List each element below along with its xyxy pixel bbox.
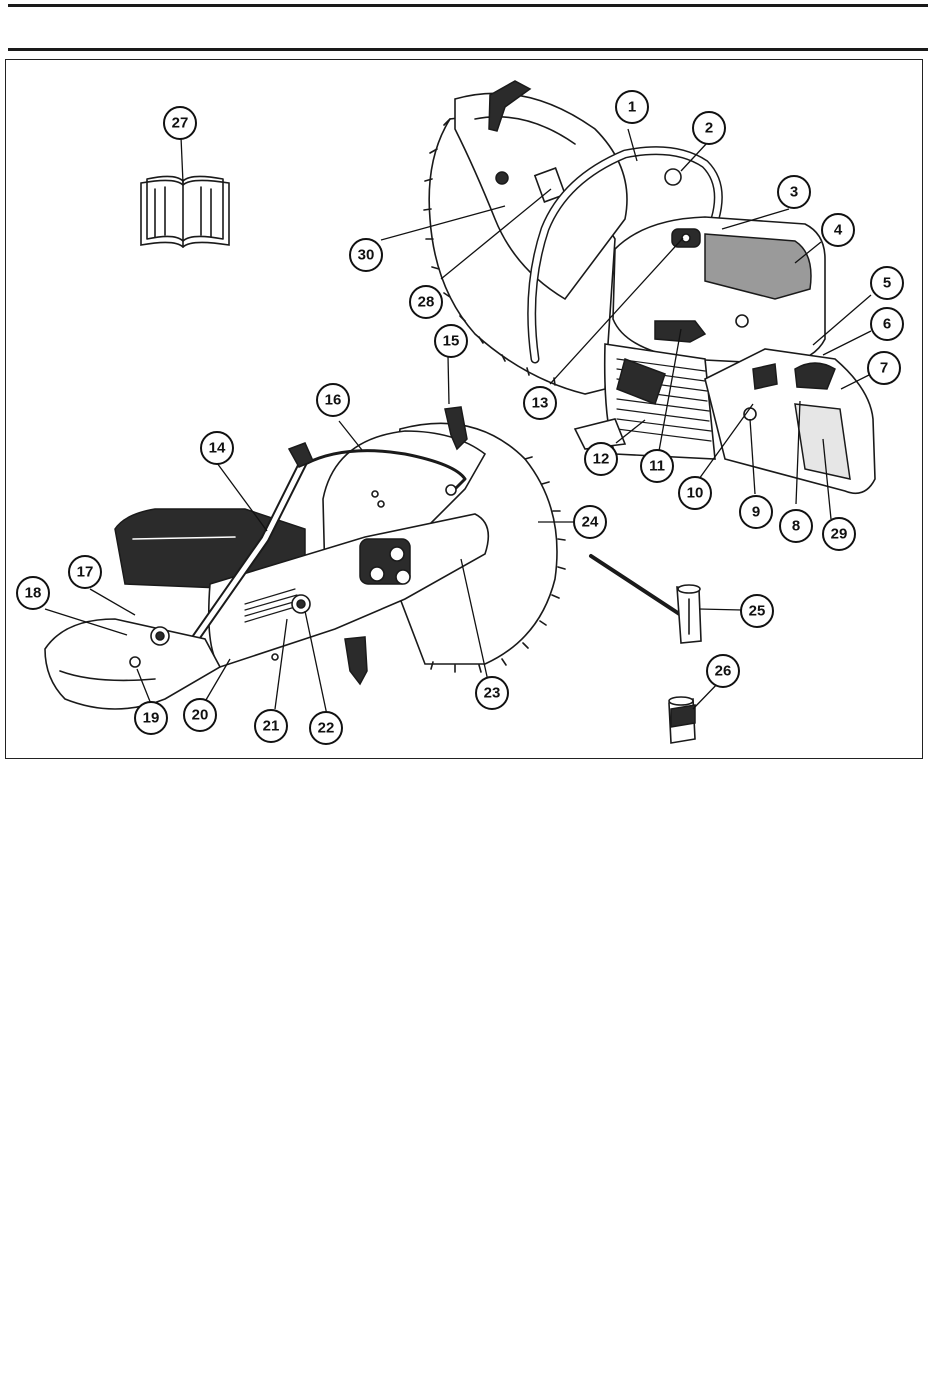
header-rule-top	[8, 4, 928, 7]
callout-25: 25	[741, 595, 773, 627]
svg-text:10: 10	[687, 485, 704, 502]
svg-text:24: 24	[582, 514, 599, 531]
svg-text:8: 8	[792, 518, 800, 535]
svg-text:26: 26	[715, 663, 732, 680]
svg-text:30: 30	[358, 247, 375, 264]
svg-text:7: 7	[880, 360, 888, 377]
callout-17: 17	[69, 556, 101, 588]
svg-text:1: 1	[628, 99, 636, 116]
parts-diagram: 1 2 3 4 5 6 7 8 9 10 11 12 13 14 15 16 1…	[5, 59, 923, 759]
callout-10: 10	[679, 477, 711, 509]
callout-22: 22	[310, 712, 342, 744]
svg-text:9: 9	[752, 504, 760, 521]
callout-14: 14	[201, 432, 233, 464]
callout-24: 24	[574, 506, 606, 538]
svg-text:22: 22	[318, 720, 335, 737]
callout-7: 7	[868, 352, 900, 384]
callout-20: 20	[184, 699, 216, 731]
svg-text:14: 14	[209, 440, 226, 457]
svg-text:21: 21	[263, 718, 280, 735]
svg-text:19: 19	[143, 710, 160, 727]
callout-2: 2	[693, 112, 725, 144]
callout-23: 23	[476, 677, 508, 709]
svg-text:4: 4	[834, 222, 843, 239]
callout-30: 30	[350, 239, 382, 271]
svg-text:16: 16	[325, 392, 342, 409]
svg-text:2: 2	[705, 120, 713, 137]
callout-13: 13	[524, 387, 556, 419]
svg-text:13: 13	[532, 395, 549, 412]
callout-12: 12	[585, 443, 617, 475]
callout-5: 5	[871, 267, 903, 299]
combination-wrench-icon	[591, 556, 701, 643]
svg-text:23: 23	[484, 685, 501, 702]
power-cutter-side-view	[45, 407, 565, 709]
svg-text:25: 25	[749, 603, 766, 620]
svg-text:11: 11	[649, 458, 665, 475]
svg-text:20: 20	[192, 707, 209, 724]
callout-15: 15	[435, 325, 467, 357]
svg-text:17: 17	[77, 564, 94, 581]
callout-18: 18	[17, 577, 49, 609]
svg-text:12: 12	[593, 451, 610, 468]
svg-text:3: 3	[790, 184, 798, 201]
callout-9: 9	[740, 496, 772, 528]
callout-26: 26	[707, 655, 739, 687]
hose-coupling-icon	[669, 697, 695, 743]
svg-text:28: 28	[418, 294, 435, 311]
callout-16: 16	[317, 384, 349, 416]
callout-1: 1	[616, 91, 648, 123]
svg-text:15: 15	[443, 333, 460, 350]
svg-text:5: 5	[883, 275, 891, 292]
svg-text:18: 18	[25, 585, 42, 602]
callout-11: 11	[641, 450, 673, 482]
callout-21: 21	[255, 710, 287, 742]
svg-text:29: 29	[831, 526, 848, 543]
power-cutter-top-view	[424, 81, 875, 493]
callout-27: 27	[164, 107, 196, 139]
callout-6: 6	[871, 308, 903, 340]
svg-text:27: 27	[172, 115, 189, 132]
callout-28: 28	[410, 286, 442, 318]
header-rule-bottom	[8, 48, 928, 51]
callout-19: 19	[135, 702, 167, 734]
callout-4: 4	[822, 214, 854, 246]
callout-8: 8	[780, 510, 812, 542]
svg-text:6: 6	[883, 316, 891, 333]
open-book-icon	[141, 176, 229, 247]
callout-3: 3	[778, 176, 810, 208]
callout-29: 29	[823, 518, 855, 550]
